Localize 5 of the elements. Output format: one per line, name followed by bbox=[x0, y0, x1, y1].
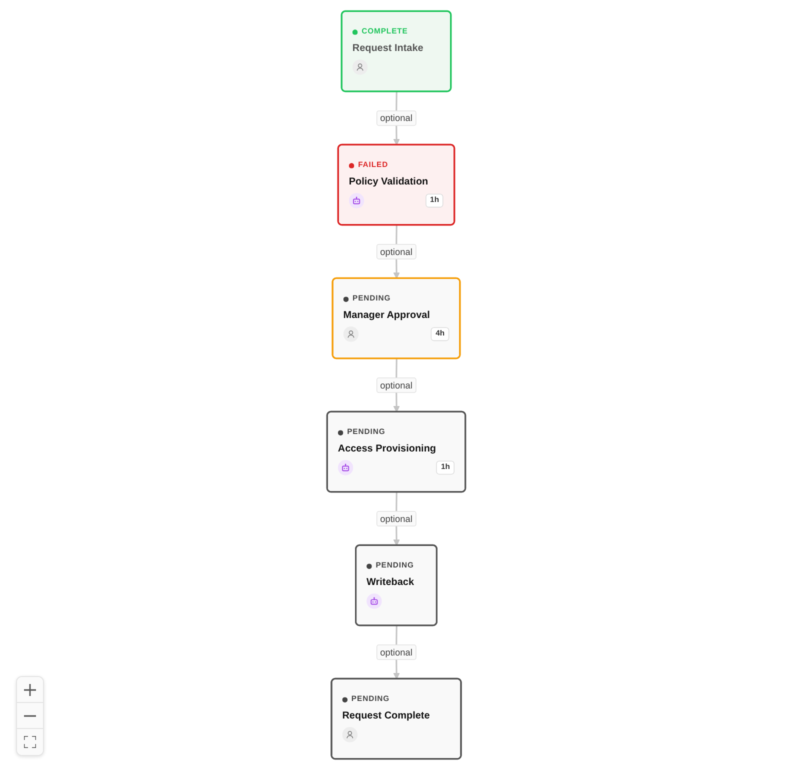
edge-label: optional bbox=[380, 646, 412, 658]
edge-label: optional bbox=[380, 512, 412, 524]
edge-label: optional bbox=[380, 246, 412, 257]
edge-label: optional bbox=[380, 379, 412, 390]
edge-label: optional bbox=[380, 112, 412, 124]
